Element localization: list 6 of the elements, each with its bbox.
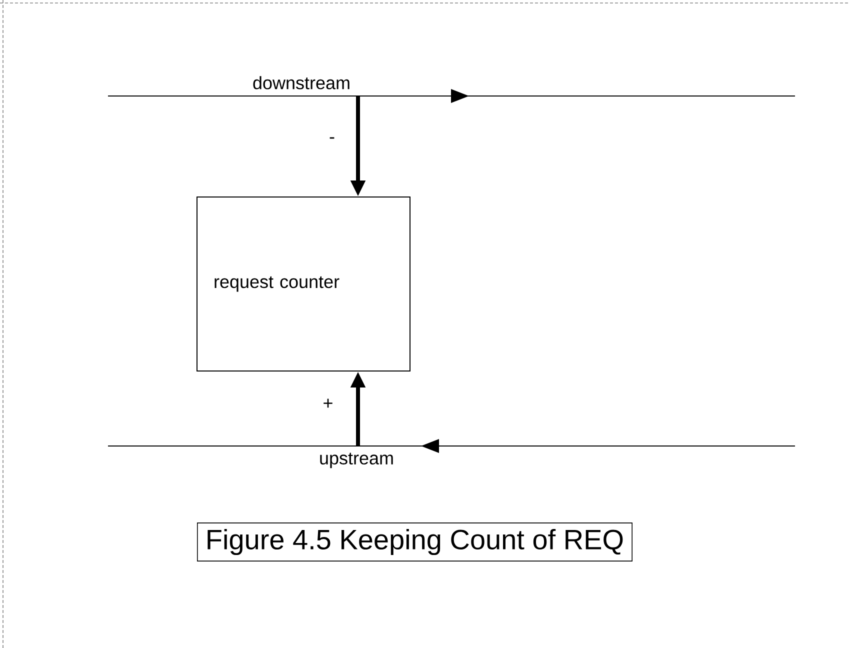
signal-line: upstream (108, 439, 796, 468)
signal-line: downstream (108, 76, 796, 103)
edge-label: - (330, 137, 334, 139)
caption-box: Figure 4.5 Keeping Count of REQ (197, 522, 632, 562)
edge-label: + (324, 398, 332, 408)
counter-box: request counter (196, 196, 410, 372)
